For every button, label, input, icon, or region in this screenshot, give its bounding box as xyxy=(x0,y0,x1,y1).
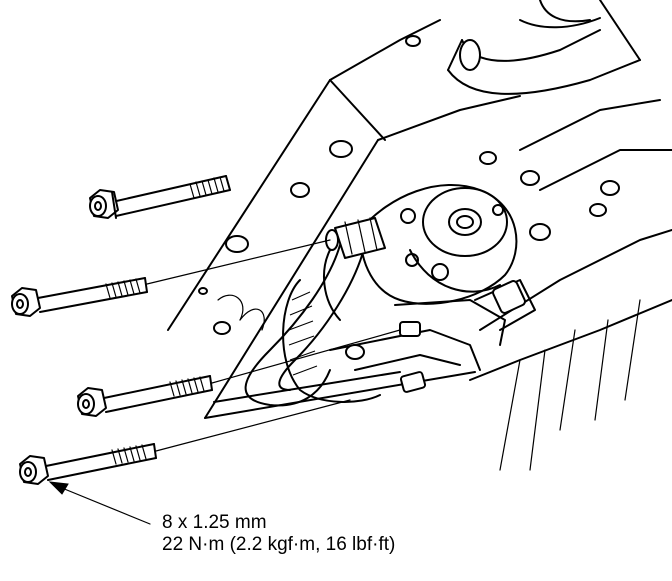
compressor-bolt-2 xyxy=(11,277,148,317)
block-holes xyxy=(198,35,421,335)
upper-pipe xyxy=(447,0,641,95)
torque-value-label: 22 N·m (2.2 kgf·m, 16 lbf·ft) xyxy=(162,534,396,555)
compressor-bolt-4 xyxy=(19,443,157,485)
torque-spec-callout: 8 x 1.25 mm 22 N·m (2.2 kgf·m, 16 lbf·ft… xyxy=(162,512,542,556)
bolt-size-label: 8 x 1.25 mm xyxy=(162,512,267,533)
engine-block xyxy=(167,19,521,419)
leader-lines xyxy=(146,239,401,452)
ac-compressor xyxy=(282,184,536,403)
compressor-bolt-1 xyxy=(89,175,231,219)
refrigerant-hose xyxy=(244,217,386,407)
callout-arrow xyxy=(48,481,151,525)
compressor-bolt-3 xyxy=(77,375,213,417)
